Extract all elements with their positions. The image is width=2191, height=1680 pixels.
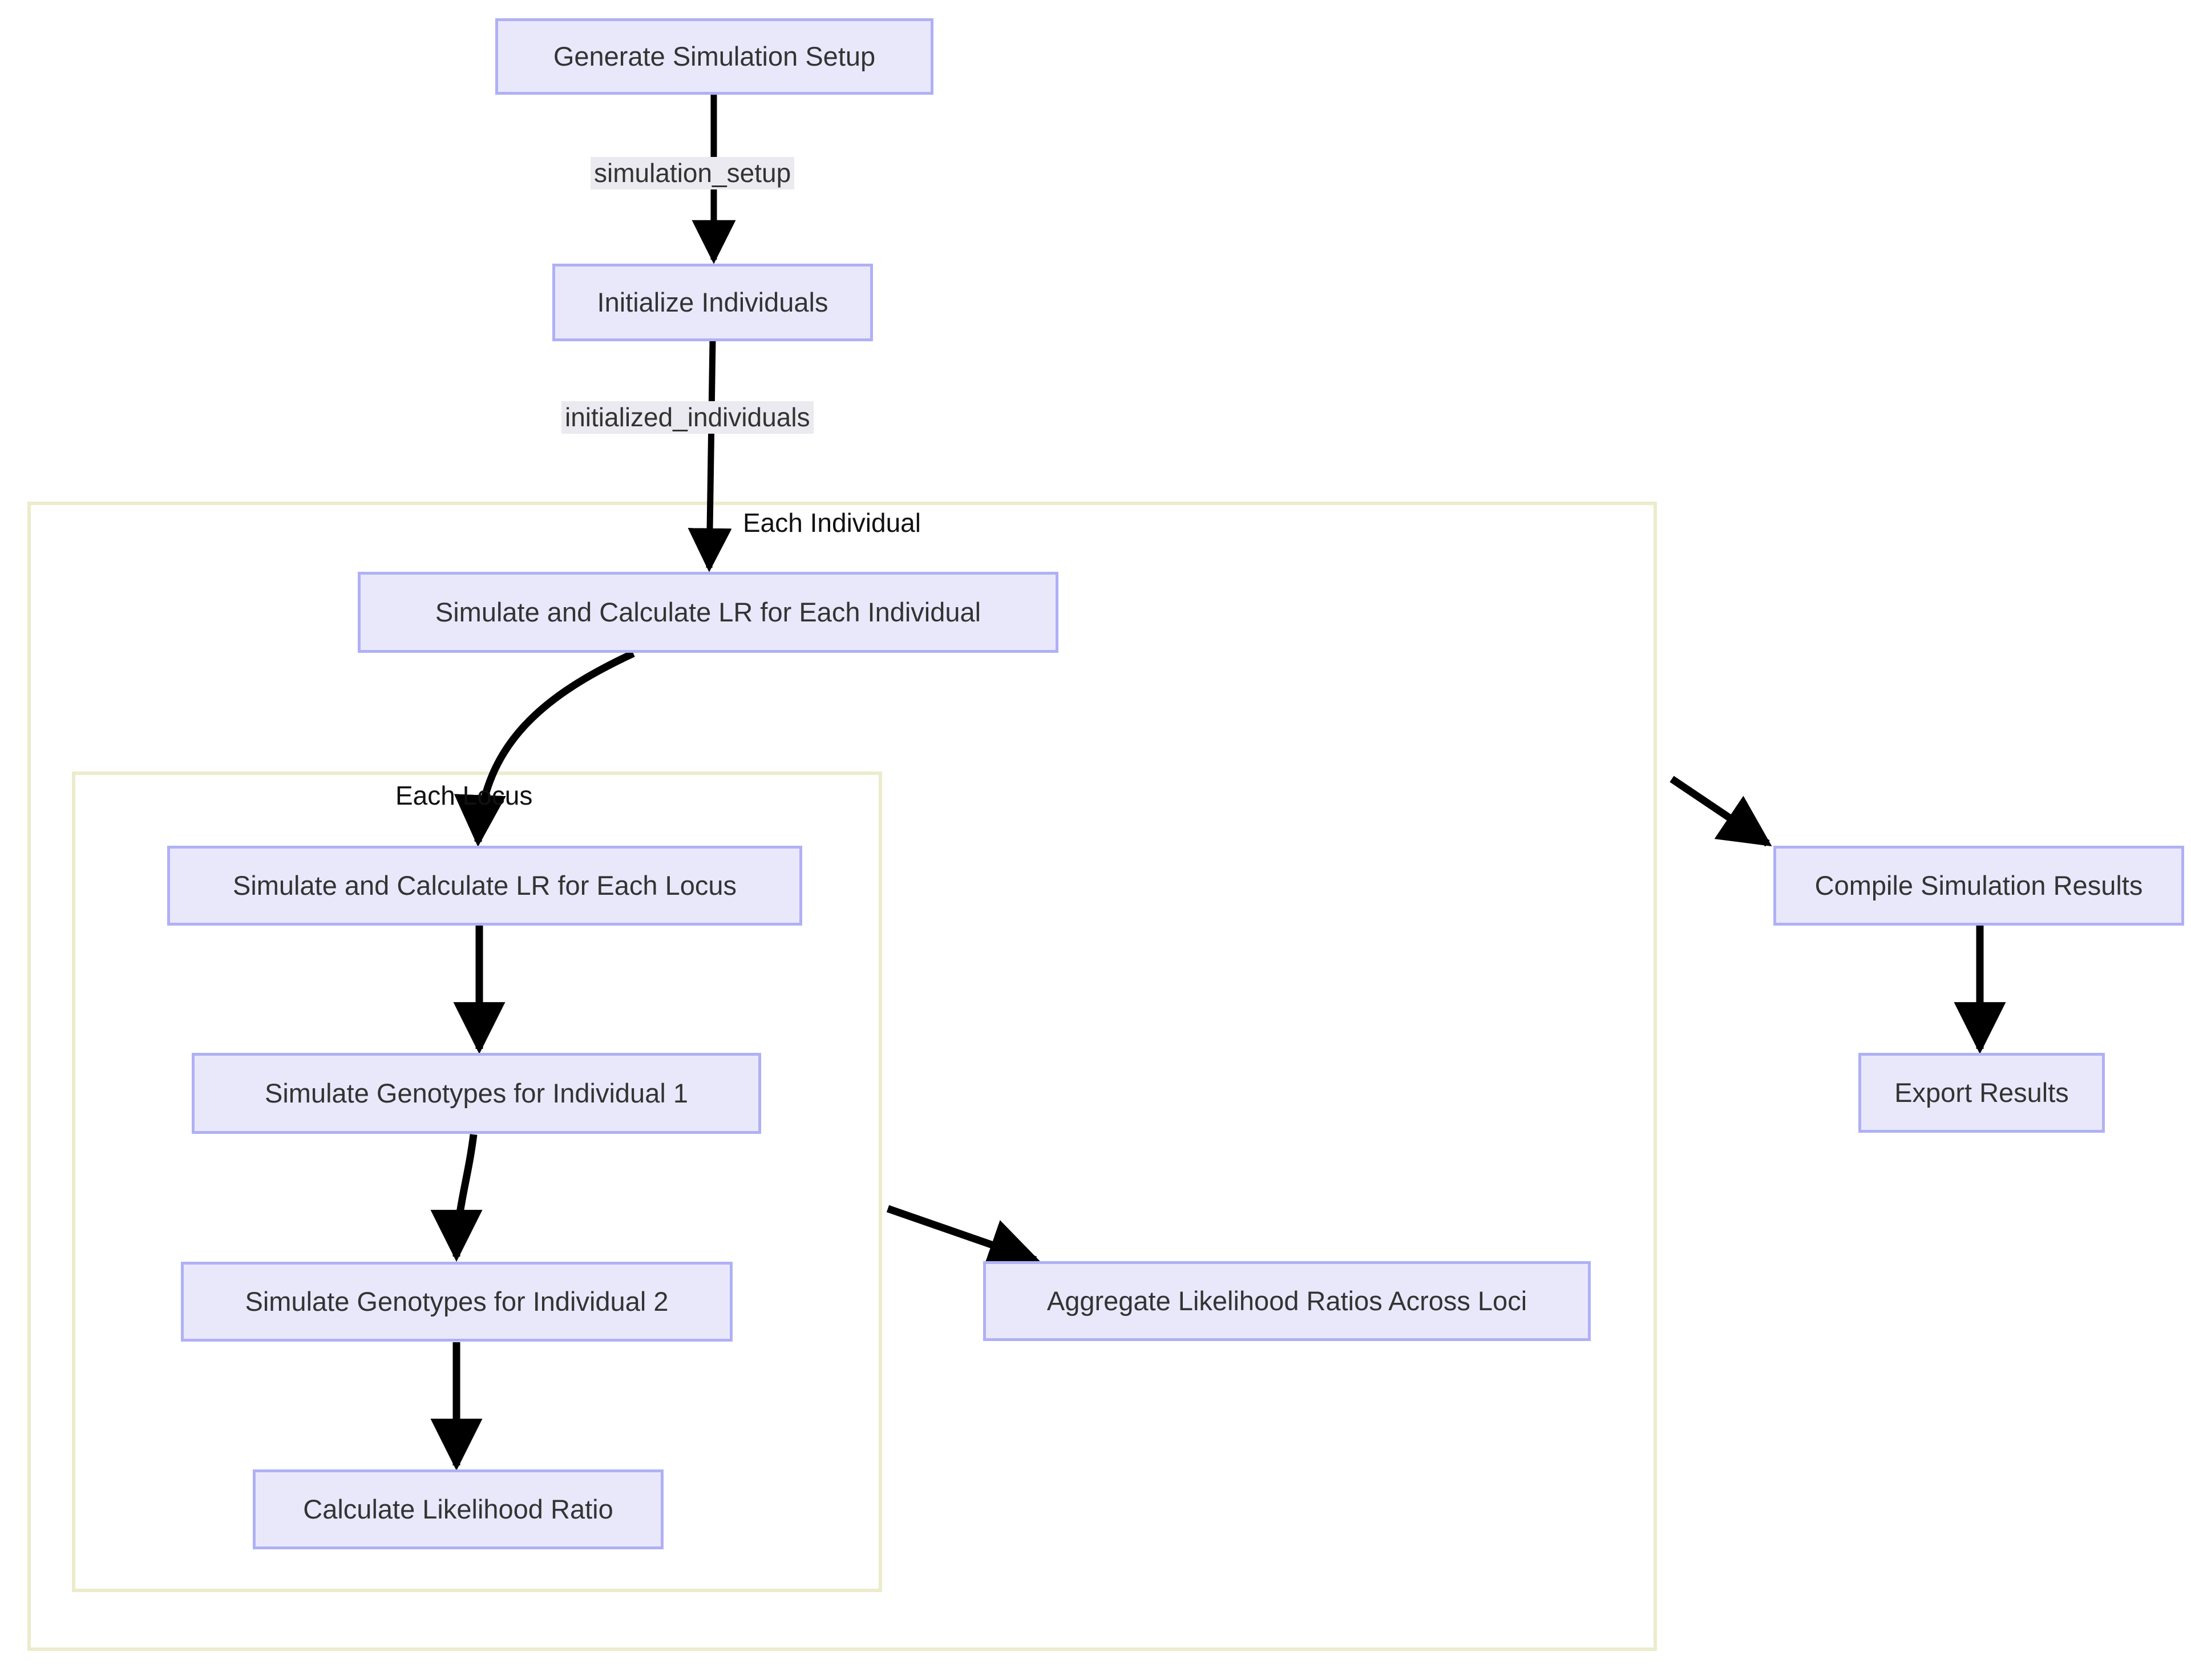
- edge-individual-to-locus: [454, 650, 635, 847]
- edge-locus-cluster-to-aggregate: [886, 1205, 1041, 1270]
- node-compile-simulation-results[interactable]: Compile Simulation Results: [1773, 846, 2184, 926]
- node-simulate-lr-each-locus[interactable]: Simulate and Calculate LR for Each Locus: [167, 846, 802, 926]
- node-aggregate-likelihood-ratios[interactable]: Aggregate Likelihood Ratios Across Loci: [983, 1261, 1591, 1341]
- node-generate-simulation-setup[interactable]: Generate Simulation Setup: [495, 18, 933, 95]
- node-simulate-lr-each-individual[interactable]: Simulate and Calculate LR for Each Indiv…: [358, 572, 1058, 653]
- edge-cluster-to-compile: [1669, 776, 1772, 847]
- edge-label-each-individual: Each Individual: [743, 508, 921, 538]
- node-calculate-likelihood-ratio[interactable]: Calculate Likelihood Ratio: [253, 1469, 664, 1549]
- edge-genotype1-to-genotype2: [430, 1134, 483, 1262]
- node-simulate-genotypes-individual-2[interactable]: Simulate Genotypes for Individual 2: [181, 1262, 733, 1342]
- node-export-results[interactable]: Export Results: [1858, 1053, 2105, 1133]
- edge-label-simulation-setup: simulation_setup: [591, 157, 795, 189]
- cluster-each-individual: [27, 502, 1657, 1651]
- node-initialize-individuals[interactable]: Initialize Individuals: [552, 264, 873, 341]
- edge-label-each-locus: Each Locus: [395, 781, 533, 810]
- cluster-each-locus: [72, 772, 882, 1592]
- node-simulate-genotypes-individual-1[interactable]: Simulate Genotypes for Individual 1: [192, 1053, 761, 1134]
- edge-label-initialized-individuals: initialized_individuals: [561, 401, 814, 434]
- edge-init-to-sim-individual: [688, 340, 732, 572]
